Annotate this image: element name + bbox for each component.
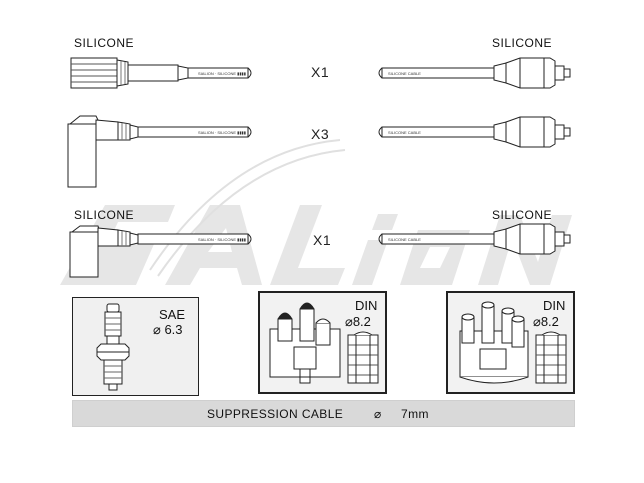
- sae-connector-diameter: ⌀ 6.3: [153, 323, 183, 337]
- svg-text:SILICONE CABLE: SILICONE CABLE: [388, 237, 421, 242]
- svg-text:SIALION · SILICONE ▮▮▮▮: SIALION · SILICONE ▮▮▮▮: [198, 237, 246, 242]
- din-connector-box-1: DIN ⌀8.2: [258, 291, 387, 394]
- din1-connector-diameter: ⌀8.2: [345, 315, 371, 329]
- svg-text:SILICONE CABLE: SILICONE CABLE: [388, 130, 421, 135]
- spark-plug-icon: [96, 303, 130, 391]
- din1-diameter-value: 8.2: [352, 314, 371, 329]
- footer-diameter-symbol: ⌀: [374, 407, 382, 421]
- sae-connector-box: SAE ⌀ 6.3: [72, 297, 199, 396]
- svg-text:SIALION · SILICONE ▮▮▮▮: SIALION · SILICONE ▮▮▮▮: [198, 71, 246, 76]
- din-connector-panel-1: DIN ⌀8.2: [259, 292, 386, 393]
- svg-text:SILICONE CABLE: SILICONE CABLE: [388, 71, 421, 76]
- row3-quantity: X1: [313, 232, 332, 248]
- row1-quantity: X1: [311, 64, 330, 80]
- din-connector-panel-2: DIN ⌀8.2: [447, 292, 574, 393]
- diameter-symbol: ⌀: [345, 314, 353, 329]
- diameter-symbol: ⌀: [153, 322, 161, 337]
- din2-diameter-value: 8.2: [540, 314, 559, 329]
- din2-connector-diameter: ⌀8.2: [533, 315, 559, 329]
- suppression-cable-footer: SUPPRESSION CABLE ⌀ 7mm: [72, 400, 575, 427]
- din-connector-box-2: DIN ⌀8.2: [446, 291, 575, 394]
- sae-connector-name: SAE: [159, 307, 186, 322]
- row3-right-label: SILICONE: [492, 208, 553, 222]
- footer-diameter-value: 7mm: [401, 407, 429, 421]
- din2-connector-name: DIN: [543, 298, 566, 313]
- distributor-cap-icon-open: [459, 301, 529, 384]
- row3-left-label: SILICONE: [74, 208, 135, 222]
- sae-diameter-value: 6.3: [164, 322, 183, 337]
- row2-quantity: X3: [311, 126, 330, 142]
- svg-text:SIALION · SILICONE ▮▮▮▮: SIALION · SILICONE ▮▮▮▮: [198, 130, 246, 135]
- din-terminal-icon: [535, 331, 567, 384]
- diameter-symbol: ⌀: [533, 314, 541, 329]
- row1-right-label: SILICONE: [492, 36, 553, 50]
- din-terminal-icon: [347, 331, 379, 384]
- din1-connector-name: DIN: [355, 298, 378, 313]
- cable-type-label: SUPPRESSION CABLE: [207, 407, 344, 421]
- row1-left-label: SILICONE: [74, 36, 135, 50]
- distributor-cap-icon: [269, 302, 341, 384]
